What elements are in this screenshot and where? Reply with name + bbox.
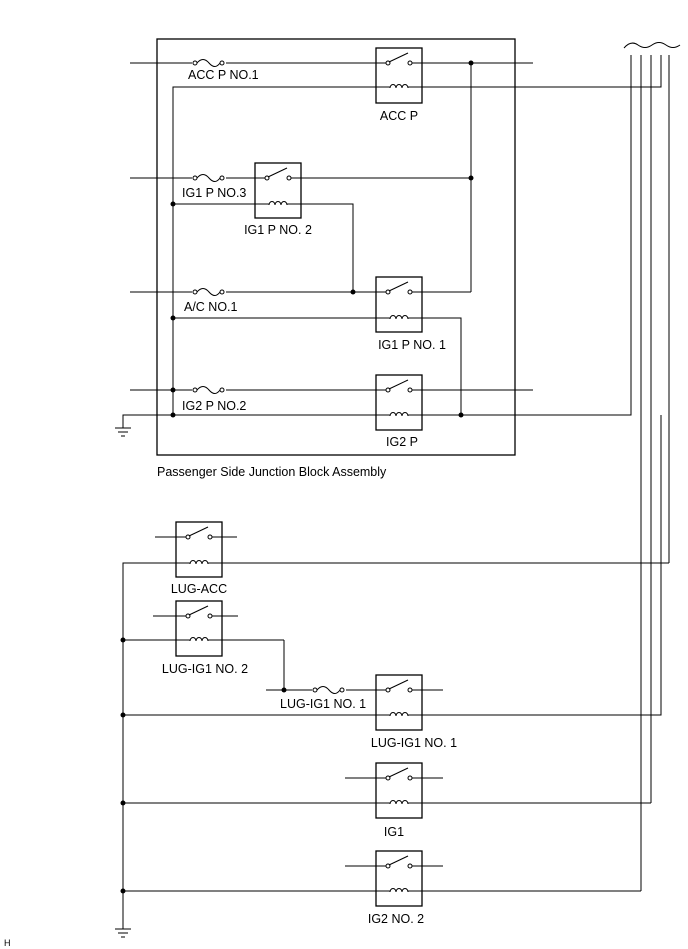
relay-label-acc-p: ACC P [380, 109, 418, 123]
relay-ig1 [375, 762, 423, 819]
fuse-acc-p-no1 [192, 58, 226, 67]
ground-symbol [115, 928, 131, 938]
relay-lug-ig1-no2 [175, 600, 223, 657]
fuse-ig2-p-no2 [192, 385, 226, 394]
fuse-label-ig1-p-no3: IG1 P NO.3 [182, 186, 246, 200]
relay-label-ig1-p-no2: IG1 P NO. 2 [244, 223, 312, 237]
relay-ig1-p-no2 [254, 162, 302, 219]
relay-label-lug-ig1-no2: LUG-IG1 NO. 2 [162, 662, 248, 676]
junction-block-outline [156, 38, 516, 456]
fuse-label-lug-ig1-no1: LUG-IG1 NO. 1 [280, 697, 366, 711]
relay-label-lug-acc: LUG-ACC [171, 582, 227, 596]
relay-label-ig1: IG1 [384, 825, 404, 839]
fuse-label-ac-no1: A/C NO.1 [184, 300, 238, 314]
relay-lug-acc [175, 521, 223, 578]
junction-block-label: Passenger Side Junction Block Assembly [157, 465, 387, 479]
relay-lug-ig1-no1 [375, 674, 423, 731]
relay-label-ig2-no2: IG2 NO. 2 [368, 912, 424, 926]
junction-dots [120, 60, 474, 894]
relay-ig2-p [375, 374, 423, 431]
fuse-ig1-p-no3 [192, 173, 226, 182]
relay-acc-p [375, 47, 423, 104]
relay-ig2-no2 [375, 850, 423, 907]
ground-symbol [115, 427, 131, 437]
fuse-label-ig2-p-no2: IG2 P NO.2 [182, 399, 246, 413]
fuse-lug-ig1-no1 [312, 685, 346, 694]
fuse-ac-no1 [192, 287, 226, 296]
relay-label-lug-ig1-no1: LUG-IG1 NO. 1 [371, 736, 457, 750]
relay-label-ig2-p: IG2 P [386, 435, 418, 449]
relay-ig1-p-no1 [375, 276, 423, 333]
relay-label-ig1-p-no1: IG1 P NO. 1 [378, 338, 446, 352]
figure-mark: H [4, 938, 11, 948]
fuse-label-acc-p-no1: ACC P NO.1 [188, 68, 259, 82]
